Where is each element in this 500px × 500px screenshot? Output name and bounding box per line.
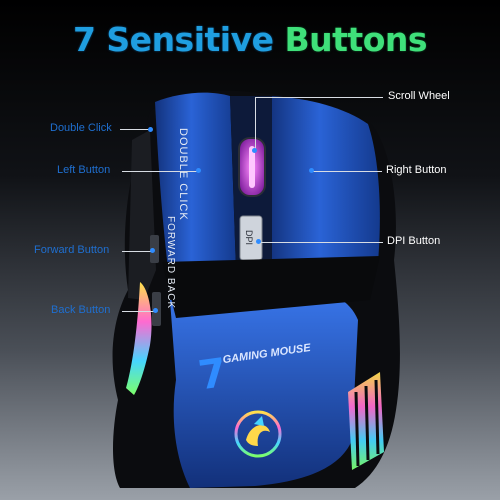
dot-scroll-wheel xyxy=(252,148,257,153)
forward-back-print: FORWARD BACK xyxy=(165,216,176,309)
left-side-panel xyxy=(128,130,156,300)
dot-dpi-button xyxy=(256,239,261,244)
leader-scroll-wheel-v xyxy=(255,97,256,151)
dot-double-click xyxy=(148,127,153,132)
leader-left-button xyxy=(122,171,197,172)
leader-scroll-wheel xyxy=(255,97,383,98)
leader-back-button xyxy=(122,311,155,312)
dot-right-button xyxy=(309,168,314,173)
rgb-led-left xyxy=(126,282,152,395)
palm-cover xyxy=(170,286,358,488)
title-part-sensitive: 7 Sensitive xyxy=(72,20,274,59)
dot-left-button xyxy=(196,168,201,173)
label-right-button: Right Button xyxy=(386,164,447,176)
label-double-click: Double Click xyxy=(50,122,112,134)
label-back-button: Back Button xyxy=(51,304,111,316)
leader-double-click xyxy=(120,129,150,130)
dot-back-button xyxy=(153,308,158,313)
label-dpi-button: DPI Button xyxy=(387,235,441,247)
left-mouse-button xyxy=(155,92,236,270)
double-click-print: DOUBLE CLICK xyxy=(177,128,189,221)
leader-forward-button xyxy=(122,251,152,252)
title-part-buttons: Buttons xyxy=(284,20,428,59)
dot-forward-button xyxy=(150,248,155,253)
black-band xyxy=(162,256,380,318)
logo-number: 7 xyxy=(196,350,230,399)
leader-right-button xyxy=(312,171,382,172)
label-left-button: Left Button xyxy=(57,164,111,176)
dragon-emblem-icon xyxy=(234,410,282,458)
label-scroll-wheel: Scroll Wheel xyxy=(388,90,450,102)
right-mouse-button xyxy=(270,96,380,266)
dpi-print: DPI xyxy=(244,230,254,245)
label-forward-button: Forward Button xyxy=(34,244,110,256)
leader-dpi-button xyxy=(258,242,383,243)
page-title: 7 Sensitive Buttons xyxy=(0,20,500,64)
